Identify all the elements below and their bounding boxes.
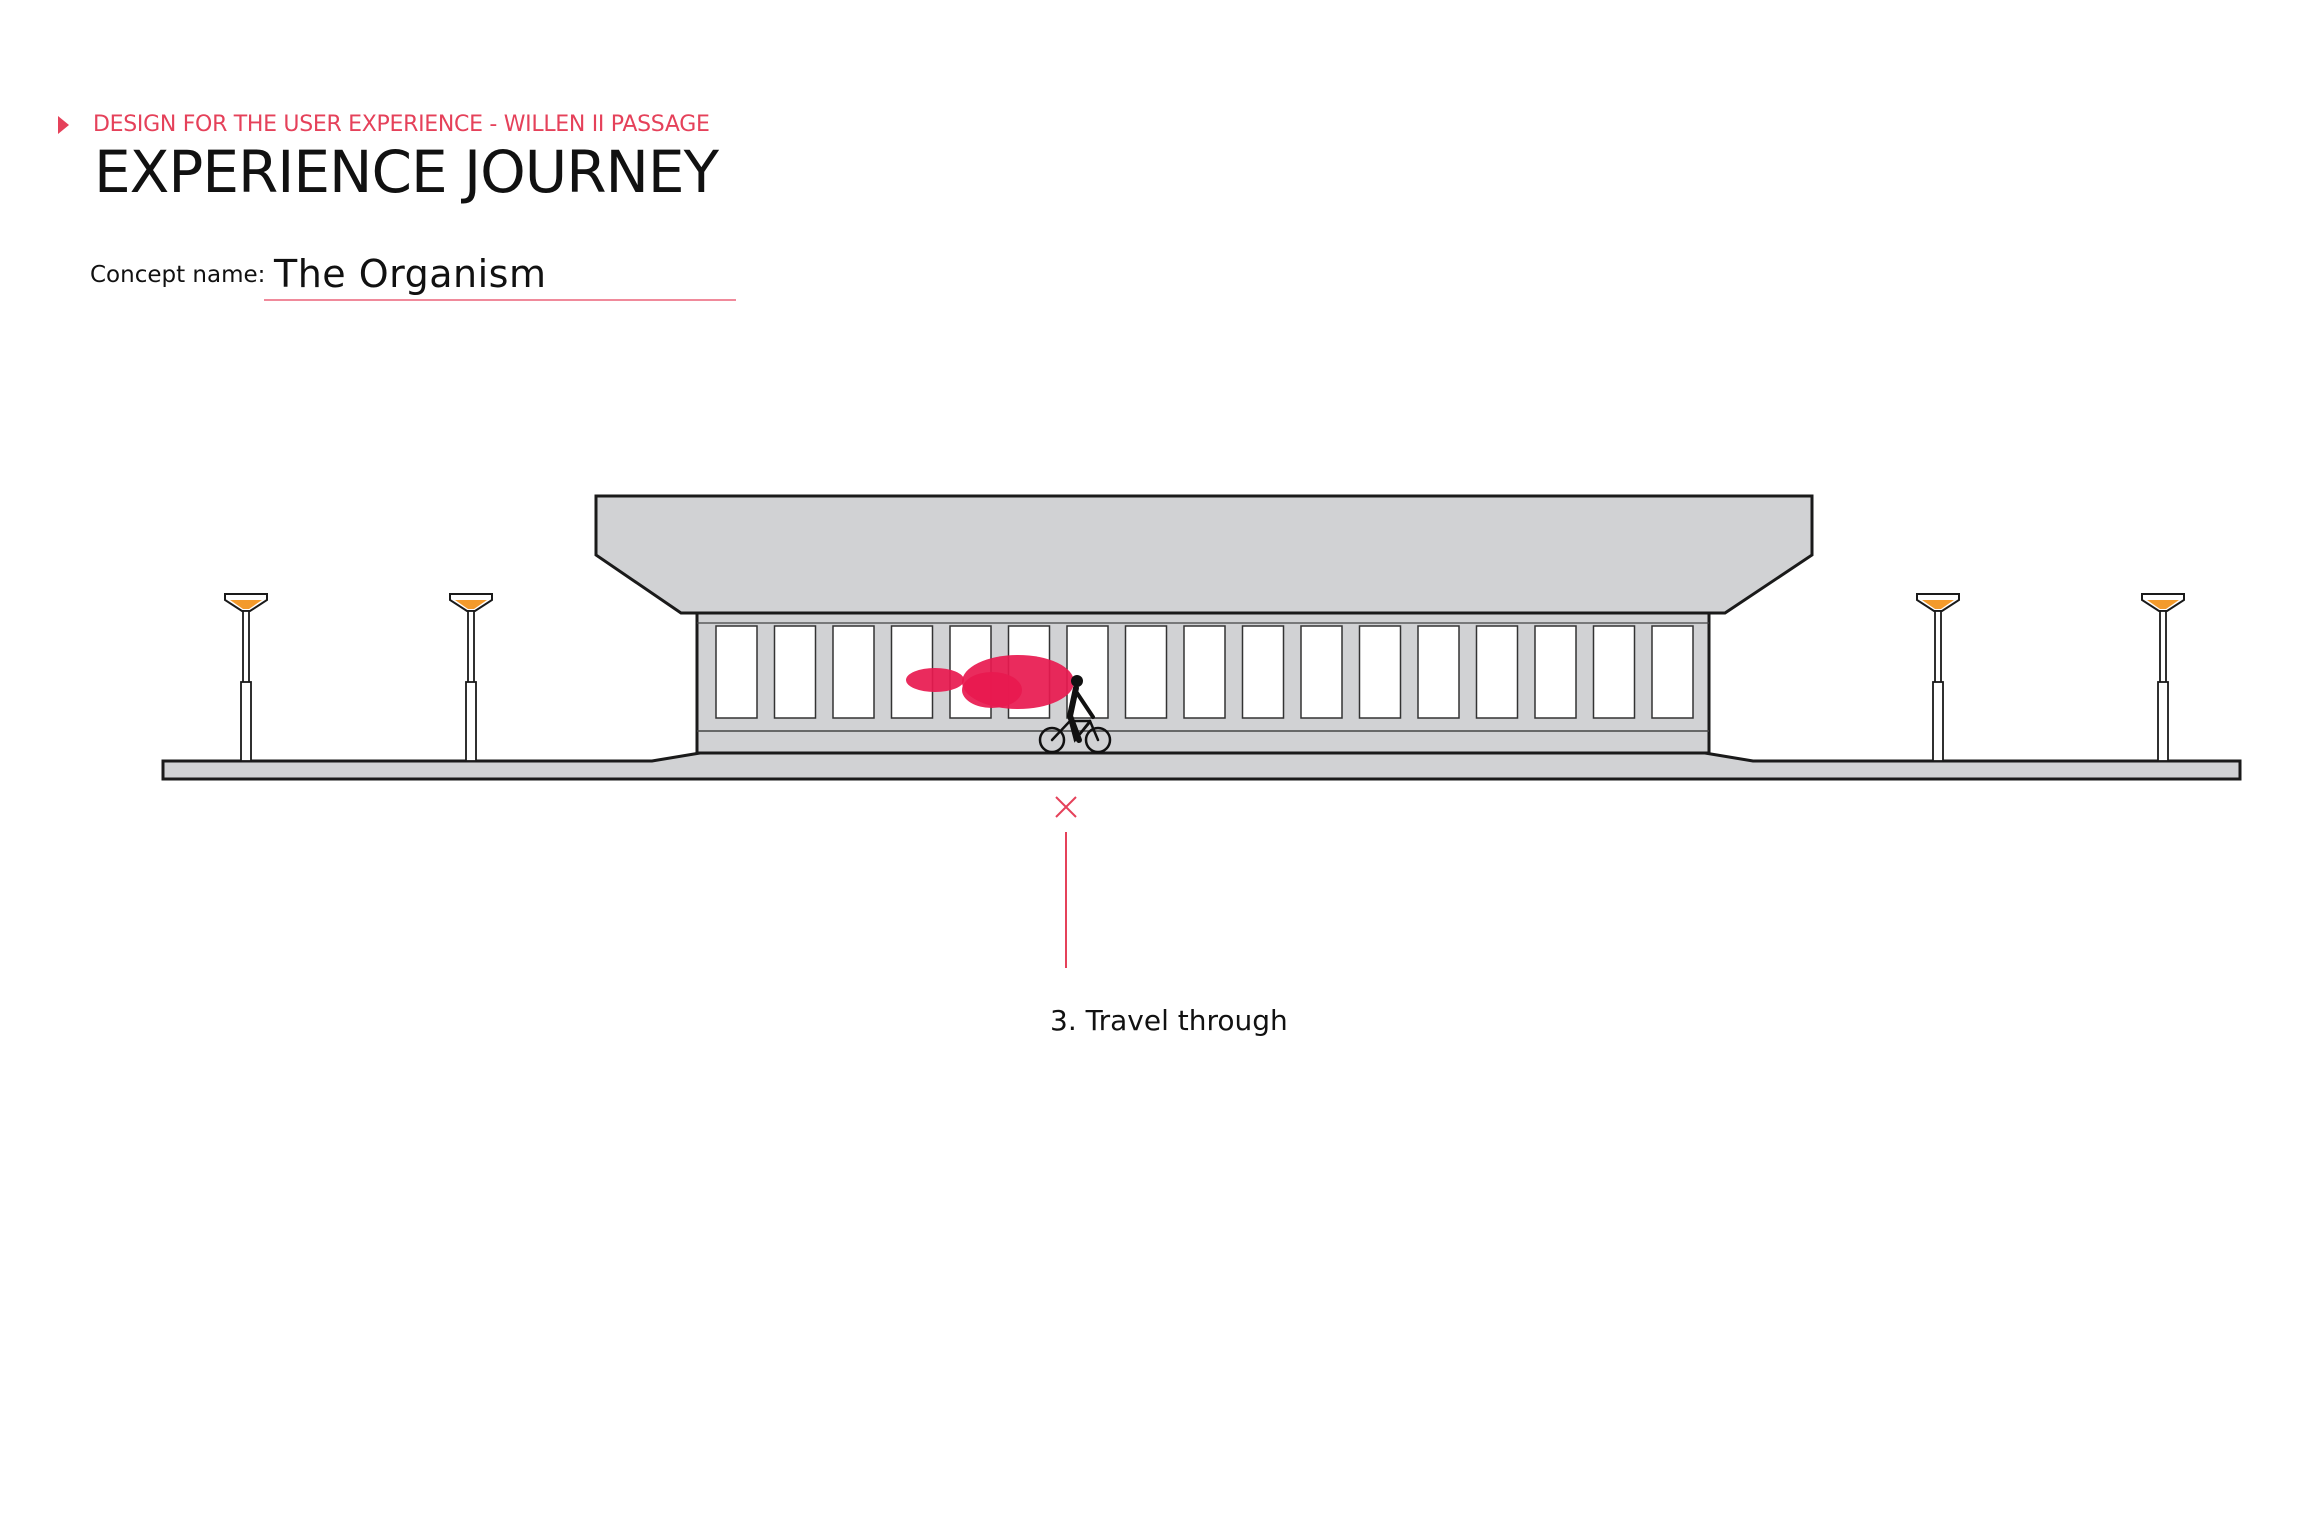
cyclist-icon: [1038, 675, 1112, 754]
wall-panel: [773, 625, 817, 719]
close-icon: [1055, 796, 1077, 818]
concept-name-value: The Organism: [274, 252, 547, 296]
wall-panel: [1241, 625, 1285, 719]
street-lamp-right-2: [2141, 593, 2185, 762]
wall-panel: [1417, 625, 1460, 719]
street-lamp-right-1: [1916, 593, 1960, 762]
wall-panel: [1651, 625, 1694, 719]
bridge-deck: [594, 494, 1814, 615]
journey-marker: [1055, 796, 1077, 968]
journey-step-label: 3. Travel through: [1050, 1004, 1288, 1037]
kicker-text: DESIGN FOR THE USER EXPERIENCE - WILLEN …: [93, 112, 710, 137]
wall-panel: [1592, 625, 1636, 719]
street-lamp-left-2: [449, 593, 493, 762]
wall-panel: [715, 625, 758, 719]
wall-panel: [1183, 625, 1226, 719]
wall-panel: [832, 625, 875, 719]
wall-panel: [1358, 625, 1402, 719]
wall-panels: [715, 625, 1694, 719]
concept-underline: [264, 299, 736, 301]
page-title: EXPERIENCE JOURNEY: [94, 138, 719, 206]
ground-slab: [161, 751, 2242, 781]
wall-panel: [1124, 625, 1168, 719]
wall-panel: [1475, 625, 1519, 719]
wall-panel: [1534, 625, 1577, 719]
street-lamp-left-1: [224, 593, 268, 762]
concept-label: Concept name:: [90, 262, 266, 288]
organism-blob: [906, 655, 1074, 709]
triangle-right-icon: [58, 115, 69, 134]
wall-panel: [1300, 625, 1343, 719]
section-kicker: DESIGN FOR THE USER EXPERIENCE - WILLEN …: [58, 112, 710, 137]
